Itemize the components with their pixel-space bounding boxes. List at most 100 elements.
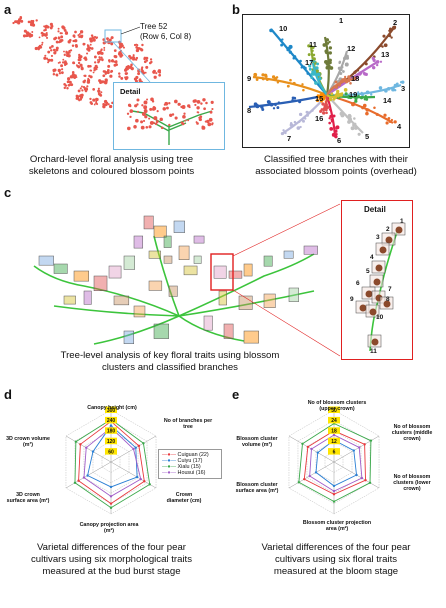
blossom-point (199, 115, 203, 119)
radar-point (142, 442, 145, 445)
blossom-point (313, 68, 316, 71)
blossom-point (49, 46, 52, 49)
blossom-point (159, 117, 163, 122)
classified-branch (33, 265, 180, 317)
blossom-point (207, 122, 212, 127)
blossom-point (375, 112, 379, 116)
blossom-point (178, 103, 181, 106)
blossom-point (132, 56, 136, 60)
detail-tree-a (126, 97, 214, 145)
blossom-point (324, 49, 329, 54)
blossom-point (80, 34, 84, 38)
blossom-point (344, 75, 347, 79)
orchard-tree (27, 19, 38, 27)
blossom-point (79, 97, 82, 101)
blossom-point (154, 122, 158, 126)
branch-number-6: 6 (337, 136, 341, 145)
blossom-point (319, 110, 322, 113)
orchard-tree (89, 34, 99, 43)
blossom-point (288, 50, 292, 54)
blossom-point (108, 38, 112, 42)
blossom-point (260, 105, 264, 109)
branch-number-15: 15 (315, 94, 323, 103)
blossom-point (79, 63, 83, 67)
radar-point (358, 446, 361, 449)
blossom-point (146, 98, 149, 101)
orchard-tree (102, 36, 114, 46)
blossom-point (95, 100, 98, 103)
blossom-point (41, 41, 44, 44)
blossom-point (196, 106, 200, 110)
blossom-point (300, 66, 303, 69)
detail-cluster-blossoms (383, 300, 391, 308)
blossom-point (298, 100, 302, 104)
blossom-point (311, 70, 315, 74)
blossom-point (72, 39, 75, 43)
caption-a-line1: Orchard-level floral analysis using tree (29, 154, 194, 165)
axis-e-volume: Blossom cluster volume (m³) (236, 436, 278, 448)
blossom-point (204, 120, 207, 123)
branch-number-2: 2 (393, 18, 397, 27)
blossom-point (282, 129, 285, 132)
radar-point (85, 446, 88, 449)
blossom-point (125, 76, 129, 80)
radar-point (135, 475, 139, 479)
blossom-cluster-box (83, 290, 92, 305)
blossom-point (364, 62, 368, 66)
radar-point (134, 446, 137, 449)
radar-axis-line (110, 461, 157, 489)
blossom-cluster-box (143, 215, 154, 230)
blossom-point (381, 45, 384, 48)
blossom-point (357, 91, 360, 94)
blossom-point (350, 126, 355, 131)
blossom-point (196, 111, 199, 114)
blossom-point (188, 106, 191, 109)
blossom-cluster-box (168, 285, 178, 297)
blossom-point (149, 107, 153, 111)
blossom-point (347, 114, 352, 119)
blossom-point (107, 103, 110, 106)
blossom-point (302, 119, 305, 123)
blossom-point (110, 42, 114, 46)
blossom-point (137, 72, 141, 76)
branch-number-10: 10 (279, 24, 287, 33)
blossom-cluster-box (123, 330, 135, 344)
blossom-point (130, 63, 133, 67)
blossom-point (393, 83, 398, 88)
radar-point (363, 443, 366, 446)
blossom-point (102, 103, 105, 106)
blossom-point (194, 103, 197, 107)
caption-e: Varietal differences of the four pear cu… (226, 542, 446, 578)
detail-number-2: 2 (386, 226, 390, 233)
blossom-point (335, 125, 340, 130)
branch-number-5: 5 (365, 132, 369, 141)
axis-d-volume: 3D crown volume (m³) (6, 436, 50, 448)
blossom-point (29, 21, 33, 24)
blossom-point (339, 92, 344, 97)
blossom-point (126, 126, 131, 131)
blossom-point (134, 104, 138, 108)
caption-d: Varietal differences of the four pear cu… (0, 542, 223, 578)
blossom-point (385, 121, 389, 125)
blossom-point (182, 115, 186, 119)
detail-connector-bottom (232, 289, 341, 357)
blossom-point (321, 102, 325, 106)
blossom-cluster-box (263, 293, 276, 308)
blossom-point (339, 111, 344, 116)
blossom-point (314, 81, 318, 85)
orchard-tree (72, 61, 84, 71)
radar-tick-bg (328, 427, 340, 434)
blossom-cluster-box (223, 323, 234, 339)
blossom-point (361, 93, 364, 97)
axis-e-lower: No of blossom clusters (lower crown) (393, 474, 431, 492)
blossom-point (276, 106, 280, 110)
blossom-point (81, 89, 84, 92)
blossom-point (136, 110, 139, 113)
blossom-point (332, 114, 336, 118)
axis-d-projection-area: Canopy projection area (m²) (79, 522, 139, 534)
blossom-point (157, 69, 162, 73)
blossom-point (156, 110, 159, 113)
blossom-point (58, 61, 61, 64)
blossom-point (360, 91, 363, 95)
blossom-point (310, 59, 314, 63)
